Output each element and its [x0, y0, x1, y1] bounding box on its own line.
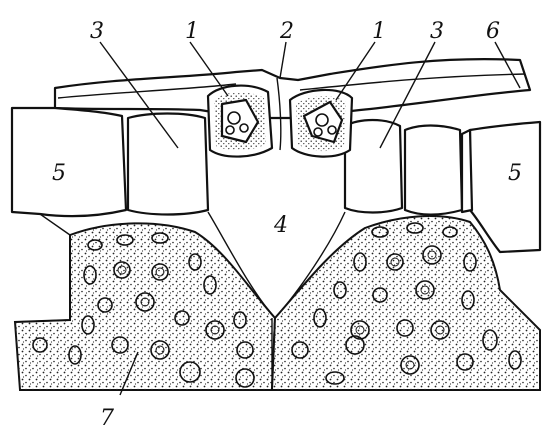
epidermal-cell-right: [470, 122, 540, 252]
label-subsidiary-cell-right: 3: [430, 19, 444, 44]
subsidiary-cell-left: [128, 114, 208, 215]
epidermal-cell-left: [12, 108, 126, 216]
guard-cell-left: [208, 86, 272, 157]
label-mesophyll: 7: [100, 406, 114, 431]
label-stomatal-pore: 2: [279, 19, 294, 44]
label-subsidiary-cell-left: 3: [90, 19, 104, 44]
label-cuticle: 6: [486, 19, 500, 44]
label-substomatal-chamber: 4: [273, 213, 288, 238]
label-epidermis-left: 5: [52, 161, 66, 186]
guard-cell-right: [290, 90, 352, 157]
label-guard-cell-right: 1: [372, 19, 386, 44]
subsidiary-cell-right: [405, 126, 462, 215]
label-guard-cell-left: 1: [185, 19, 199, 44]
mesophyll-tissue: [15, 212, 540, 390]
label-epidermis-right: 5: [508, 161, 522, 186]
